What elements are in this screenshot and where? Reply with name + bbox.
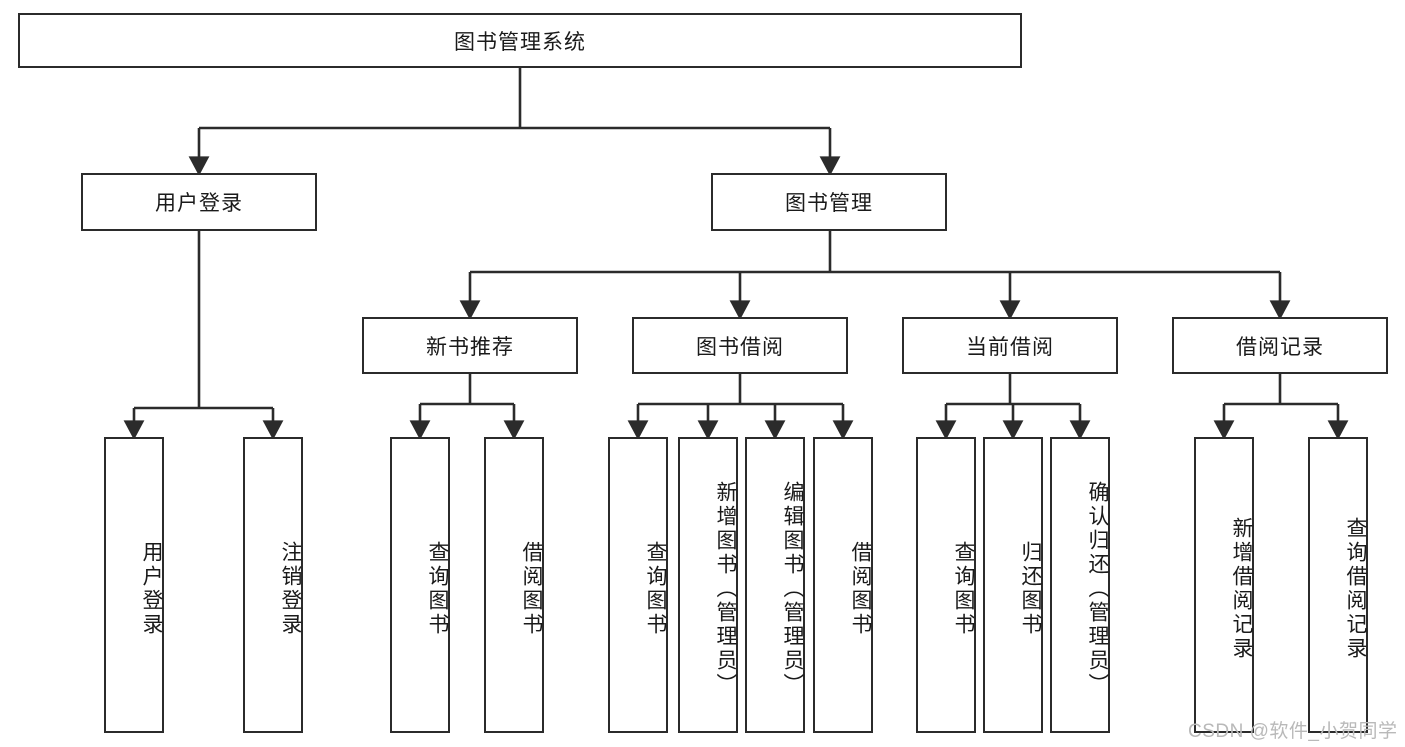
- node-current-borrow[interactable]: 当前借阅: [902, 317, 1118, 374]
- node-user-login-label: 用户登录: [155, 192, 243, 215]
- leaf-query-book-borrow-label: 查询图书: [644, 541, 667, 637]
- node-book-management-label: 图书管理: [785, 192, 873, 215]
- leaf-query-book-current[interactable]: 查询图书: [916, 437, 976, 733]
- leaf-query-borrow-record[interactable]: 查询借阅记录: [1308, 437, 1368, 733]
- leaf-query-book-newbook-label: 查询图书: [426, 541, 449, 637]
- node-new-book-recommend[interactable]: 新书推荐: [362, 317, 578, 374]
- node-book-management[interactable]: 图书管理: [711, 173, 947, 231]
- leaf-borrow-book-borrow[interactable]: 借阅图书: [813, 437, 873, 733]
- leaf-user-login[interactable]: 用户登录: [104, 437, 164, 733]
- leaf-confirm-return-admin[interactable]: 确认归还（管理员）: [1050, 437, 1110, 733]
- leaf-add-borrow-record[interactable]: 新增借阅记录: [1194, 437, 1254, 733]
- leaf-user-login-label: 用户登录: [140, 541, 163, 637]
- node-book-borrow[interactable]: 图书借阅: [632, 317, 848, 374]
- leaf-confirm-return-admin-label: 确认归还（管理员）: [1086, 481, 1109, 697]
- leaf-edit-book-admin[interactable]: 编辑图书（管理员）: [745, 437, 805, 733]
- node-current-borrow-label: 当前借阅: [966, 335, 1054, 359]
- leaf-borrow-book-borrow-label: 借阅图书: [849, 541, 872, 637]
- leaf-query-book-borrow[interactable]: 查询图书: [608, 437, 668, 733]
- node-root[interactable]: 图书管理系统: [18, 13, 1022, 68]
- node-root-label: 图书管理系统: [454, 30, 586, 54]
- leaf-add-book-admin[interactable]: 新增图书（管理员）: [678, 437, 738, 733]
- leaf-borrow-book-newbook-label: 借阅图书: [520, 541, 543, 637]
- leaf-return-book[interactable]: 归还图书: [983, 437, 1043, 733]
- leaf-logout-label: 注销登录: [279, 541, 302, 637]
- node-user-login[interactable]: 用户登录: [81, 173, 317, 231]
- leaf-query-borrow-record-label: 查询借阅记录: [1344, 517, 1367, 661]
- leaf-add-book-admin-label: 新增图书（管理员）: [714, 481, 737, 697]
- leaf-edit-book-admin-label: 编辑图书（管理员）: [781, 481, 804, 697]
- node-book-borrow-label: 图书借阅: [696, 335, 784, 359]
- leaf-borrow-book-newbook[interactable]: 借阅图书: [484, 437, 544, 733]
- node-new-book-recommend-label: 新书推荐: [426, 335, 514, 359]
- leaf-add-borrow-record-label: 新增借阅记录: [1230, 517, 1253, 661]
- leaf-query-book-current-label: 查询图书: [952, 541, 975, 637]
- node-borrow-record[interactable]: 借阅记录: [1172, 317, 1388, 374]
- leaf-logout[interactable]: 注销登录: [243, 437, 303, 733]
- node-borrow-record-label: 借阅记录: [1236, 335, 1324, 359]
- leaf-query-book-newbook[interactable]: 查询图书: [390, 437, 450, 733]
- leaf-return-book-label: 归还图书: [1019, 541, 1042, 637]
